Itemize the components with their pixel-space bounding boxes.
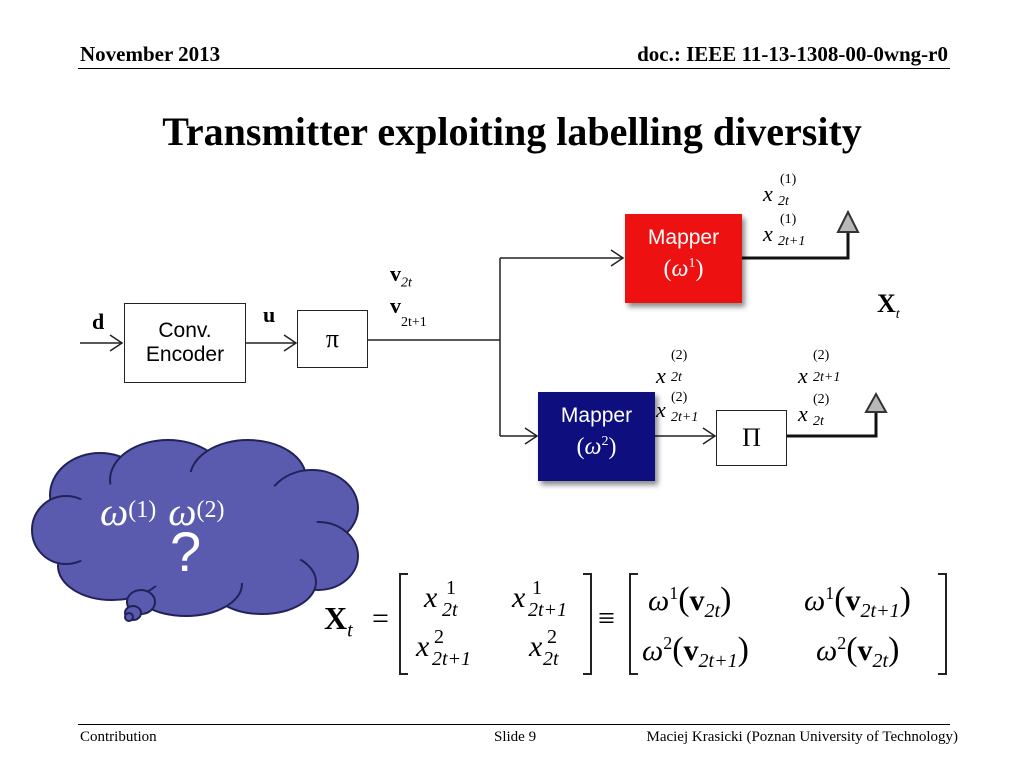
x2-2t-label: (2) x 2t [656, 348, 688, 388]
slide-title: Transmitter exploiting labelling diversi… [162, 109, 862, 154]
x2-2t1-label: (2) x 2t+1 [656, 390, 699, 425]
mapper-omega1-box: Mapper (ω1) [625, 214, 742, 303]
footer-left: Contribution [80, 729, 157, 745]
eq-equiv: ≡ [598, 602, 615, 635]
output-xt-label: Xt [877, 289, 900, 323]
mapper1-function: (ω1) [663, 256, 704, 282]
footer-rule [78, 724, 950, 725]
input-d-label: d [92, 309, 105, 334]
antenna-icon [864, 391, 888, 413]
conv-encoder-box: Conv. Encoder [124, 303, 246, 383]
m2-omega1-v2t1: ω1(v2t+1) [804, 581, 911, 622]
x2-2t-permuted-label: (2) x 2t [798, 392, 830, 429]
interleaver-box: π [297, 310, 368, 368]
m1-x2-2t: 2 x 2t [529, 626, 559, 670]
mapper1-label: Mapper [647, 226, 720, 249]
m1-x1-2t1: 1 x 2t+1 [512, 577, 568, 621]
m1-x1-2t: 1 x 2t [424, 577, 458, 621]
interleaver-symbol: π [325, 324, 340, 353]
eq-lhs: Xt [324, 600, 353, 642]
m2-omega2-v2t1: ω2(v2t+1) [642, 631, 749, 672]
v-2t1-label: v2t+1 [390, 293, 427, 331]
permuter-box: Π [716, 410, 787, 466]
antenna-icon [836, 209, 860, 233]
mapper-omega2-box: Mapper (ω2) [538, 392, 655, 481]
v-2t-label: v2t [390, 261, 412, 291]
x1-2t1-label: (1) x 2t+1 [763, 212, 806, 249]
header-date: November 2013 [80, 42, 221, 66]
m2-omega1-v2t: ω1(v2t) [648, 581, 732, 622]
header-rule [78, 68, 950, 69]
thought-bubble-dots [124, 589, 156, 622]
cloud-question-mark: ? [170, 520, 202, 583]
mapper2-function: (ω2) [576, 434, 617, 460]
m1-x2-2t1: 2 x 2t+1 [416, 626, 472, 670]
eq-equals: = [372, 602, 389, 635]
encoder-line1: Conv. [158, 319, 212, 342]
mapper2-label: Mapper [560, 404, 633, 427]
footer-slide-number: Slide 9 [494, 729, 537, 745]
encoder-line2: Encoder [145, 343, 225, 366]
m2-omega2-v2t: ω2(v2t) [816, 631, 900, 672]
u-label: u [263, 302, 276, 327]
permuter-symbol: Π [742, 423, 761, 452]
x2-2t1-permuted-label: (2) x 2t+1 [798, 348, 841, 388]
cloud-omega-text: ω(1)ω(2) [100, 489, 225, 534]
header-doc-id: doc.: IEEE 11-13-1308-00-0wng-r0 [637, 42, 948, 66]
x1-2t-label: (1) x 2t [763, 172, 797, 209]
footer-author: Maciej Krasicki (Poznan University of Te… [646, 729, 958, 745]
